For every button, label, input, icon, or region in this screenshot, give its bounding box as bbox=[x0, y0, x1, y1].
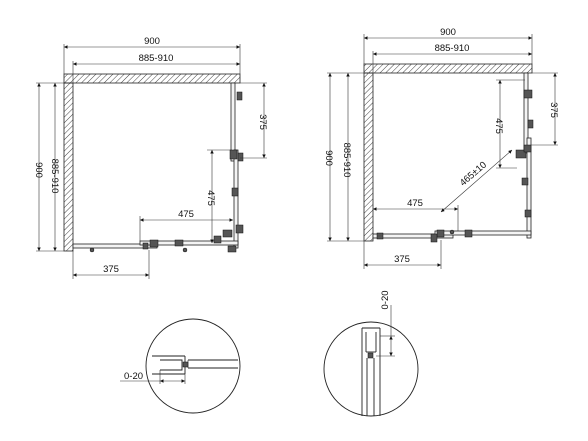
tolerance-label-left: 0-20 bbox=[124, 371, 143, 382]
dim-overall-depth-left: 900 bbox=[33, 162, 44, 178]
detail-left: 0-20 bbox=[120, 318, 241, 414]
dim-adjust-width-right: 885-910 bbox=[435, 43, 470, 54]
wall-top-left bbox=[63, 73, 241, 84]
front-fixed-panel-right bbox=[372, 233, 454, 239]
dim-panel-side-left: 475 bbox=[205, 190, 216, 206]
dim-door-front-left: 375 bbox=[103, 264, 119, 275]
dim-adjust-width-left: 885-910 bbox=[139, 53, 174, 64]
wall-side-right bbox=[363, 72, 374, 242]
tolerance-label-right: 0-20 bbox=[380, 290, 391, 309]
side-fixed-panel bbox=[230, 82, 236, 162]
dim-door-side-right: 375 bbox=[548, 102, 559, 118]
dim-adjust-depth-right: 885-910 bbox=[341, 143, 352, 178]
plan-right: 900 885-910 900 885-910 375 475 465±10 4… bbox=[323, 27, 559, 269]
plan-left: 900 885-910 900 885-910 375 475 475 375 bbox=[33, 36, 268, 279]
detail-right: 0-20 bbox=[323, 290, 419, 417]
dim-door-front-right: 375 bbox=[394, 254, 410, 265]
front-sliding-door-right bbox=[434, 230, 532, 236]
hardware-left bbox=[89, 91, 244, 253]
dim-adjust-depth-left: 885-910 bbox=[49, 159, 60, 194]
hardware-right bbox=[376, 89, 534, 243]
wall-side-left bbox=[63, 82, 74, 252]
side-sliding-door bbox=[233, 149, 239, 249]
dim-overall-width-right: 900 bbox=[440, 27, 456, 38]
dim-overall-width-left: 900 bbox=[144, 36, 160, 47]
dim-overall-depth-right: 900 bbox=[323, 150, 334, 166]
front-sliding-door bbox=[139, 240, 239, 246]
dim-panel-side-right: 475 bbox=[493, 118, 504, 134]
dim-panel-front-left: 475 bbox=[178, 209, 194, 220]
wall-top-right bbox=[363, 63, 533, 74]
dim-door-side-left: 375 bbox=[257, 114, 268, 130]
dim-panel-front-right: 475 bbox=[407, 198, 423, 209]
side-sliding-door-right bbox=[526, 137, 532, 239]
